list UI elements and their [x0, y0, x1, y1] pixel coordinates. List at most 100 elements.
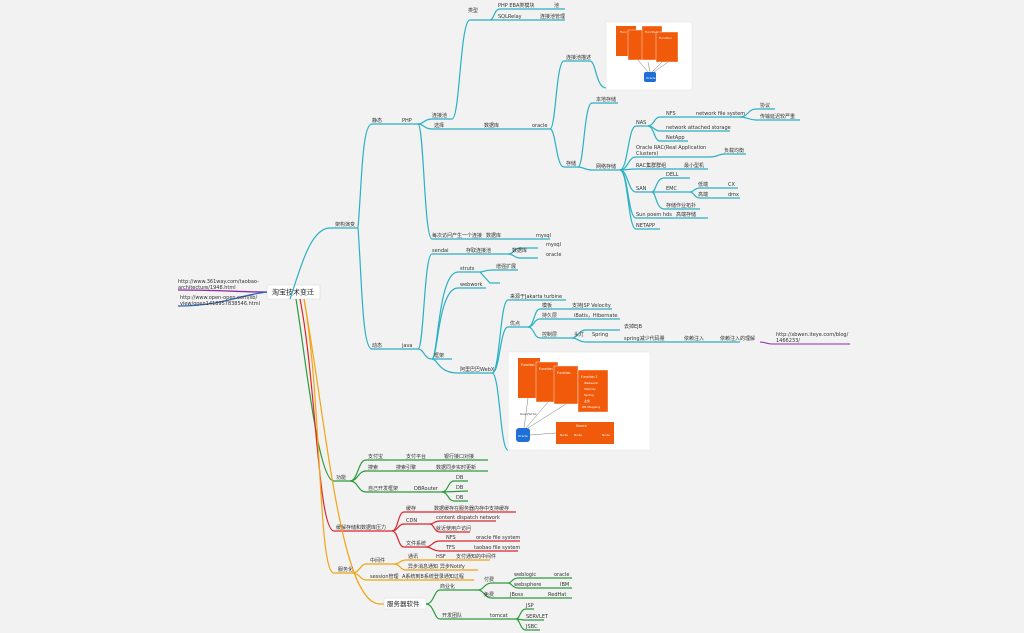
node-websphere[interactable]: websphere: [514, 582, 541, 588]
node-paid[interactable]: 付费: [484, 576, 494, 583]
node-notify[interactable]: 异步Notify: [440, 564, 465, 570]
node-cdn[interactable]: CDN: [406, 518, 417, 524]
node-php-eba[interactable]: PHP EBA类模块: [498, 2, 534, 9]
node-hsf-desc[interactable]: 支付通知的中间件: [456, 553, 496, 560]
node-oracle2[interactable]: oracle: [546, 252, 561, 258]
url-link-1[interactable]: architecture/1948.html: [178, 285, 236, 291]
node-cdn-full[interactable]: content dispatch network: [436, 515, 500, 521]
node-tfs[interactable]: TFS: [445, 545, 455, 551]
node-nas-full[interactable]: network attached storage: [666, 125, 731, 131]
node-dbrouter[interactable]: DBRouter: [414, 486, 439, 492]
node-search-sync[interactable]: 数据同步实时更新: [436, 464, 476, 471]
node-pool[interactable]: 池: [554, 2, 559, 9]
node-conn-pool[interactable]: 连接池管理: [540, 13, 565, 20]
node-evolution[interactable]: 架构演变: [335, 221, 355, 228]
node-java-conn[interactable]: 存取连接池: [466, 247, 491, 254]
node-jboss[interactable]: JBoss: [509, 592, 524, 598]
node-small-host[interactable]: 最小型机: [684, 162, 704, 169]
node-webwork[interactable]: webwork: [460, 282, 483, 288]
node-tfs-full[interactable]: taobao file system: [474, 545, 520, 551]
node-db2[interactable]: 数据库: [512, 247, 527, 254]
node-persist[interactable]: 持久层: [542, 312, 557, 319]
node-session-desc[interactable]: A系统到B系统登录通知过程: [402, 573, 464, 580]
node-redhat[interactable]: RedHat: [548, 592, 566, 598]
node-dell[interactable]: DELL: [666, 172, 679, 178]
node-cx[interactable]: CX: [728, 182, 735, 188]
node-search[interactable]: 搜索: [368, 464, 378, 471]
node-di-url[interactable]: http://xbwen.iteye.com/blog/: [776, 332, 849, 338]
node-orcl3[interactable]: oracle: [554, 572, 569, 578]
node-tomcat-lbl[interactable]: 开发团队: [442, 612, 462, 619]
node-weblogic[interactable]: weblogic: [514, 572, 536, 578]
node-template[interactable]: 模板: [542, 302, 552, 309]
node-raid[interactable]: 高端存储: [676, 211, 696, 218]
node-pay-sys[interactable]: 支付平台: [406, 453, 426, 460]
url-link-2[interactable]: view/open1418957838546.html: [180, 301, 260, 307]
node-db2b[interactable]: DB: [456, 485, 464, 491]
node-middleware[interactable]: 中间件: [370, 557, 385, 564]
node-features[interactable]: 功能: [336, 474, 346, 481]
node-jsbc[interactable]: JSBC: [525, 624, 538, 630]
node-phase2[interactable]: 动态: [372, 342, 382, 349]
node-nfs[interactable]: NFS: [666, 111, 676, 117]
node-di[interactable]: 依赖注入: [684, 335, 704, 342]
node-dmx[interactable]: dmx: [728, 192, 739, 198]
node-mysql[interactable]: mysql: [536, 233, 551, 239]
node-php[interactable]: PHP: [402, 118, 412, 124]
node-low-end[interactable]: 低端: [698, 181, 708, 188]
node-search-sys[interactable]: 搜索引擎: [396, 464, 416, 471]
node-servlet[interactable]: SERVLET: [526, 614, 549, 620]
node-framework[interactable]: 框架: [434, 352, 444, 359]
node-san-storage[interactable]: 存储作业拓扑: [666, 202, 696, 209]
node-tomcat[interactable]: tomcat: [490, 613, 508, 619]
node-db3[interactable]: DB: [456, 495, 464, 501]
node-rac-short[interactable]: RAC集群群组: [636, 162, 666, 169]
node-jakarta[interactable]: 来源于Jakarta turbine: [510, 293, 562, 300]
node-pick[interactable]: 选择: [434, 122, 444, 129]
node-java[interactable]: java: [401, 343, 412, 349]
node-dir-mgmt[interactable]: 负载均衡: [724, 147, 744, 154]
node-bank-if[interactable]: 银行接口对接: [444, 453, 474, 460]
node-db1[interactable]: DB: [456, 475, 464, 481]
node-rac[interactable]: Oracle RAC(Real Application: [636, 145, 706, 151]
node-san[interactable]: SAN: [636, 186, 647, 192]
node-nas[interactable]: NAS: [636, 120, 646, 126]
node-payment[interactable]: 支付宝: [368, 453, 383, 460]
node-pick-type[interactable]: 类型: [468, 7, 478, 14]
node-ibm[interactable]: IBM: [560, 582, 569, 588]
node-phase1[interactable]: 静态: [372, 117, 382, 124]
node-webx[interactable]: 阿里巴巴WebX: [460, 366, 495, 373]
node-protocol[interactable]: 协议: [760, 102, 770, 109]
node-nas-group[interactable]: 网络存储: [596, 163, 616, 170]
node-filesys[interactable]: 文件系统: [406, 540, 426, 547]
node-oracle[interactable]: oracle: [532, 123, 547, 129]
node-mvc-ext[interactable]: 增强扩展: [496, 263, 516, 270]
node-jsp-vel[interactable]: 支持JSP Velocity: [572, 302, 611, 309]
node-server[interactable]: 服务器软件: [387, 599, 420, 608]
node-spring-ext[interactable]: spring减少代码量: [624, 335, 665, 342]
node-spring-lbl[interactable]: 头灯: [574, 331, 584, 338]
node-conn-pool-title[interactable]: 连接池: [432, 112, 447, 119]
node-commercial[interactable]: 商业化: [440, 583, 455, 590]
node-emc[interactable]: EMC: [666, 186, 677, 192]
node-transport-latency[interactable]: 传输延迟较严重: [760, 113, 795, 120]
node-sendai[interactable]: sendai: [432, 248, 448, 254]
node-cache-cdn[interactable]: 缓解存储和数据库压力: [336, 524, 386, 531]
node-cache[interactable]: 缓存: [406, 505, 416, 512]
node-netapp[interactable]: NetApp: [666, 135, 685, 141]
node-mysql2[interactable]: mysql: [546, 242, 561, 248]
node-self-dev[interactable]: 自己开发框架: [368, 485, 398, 492]
node-hsf-head[interactable]: 通讯: [408, 553, 418, 560]
node-struts[interactable]: struts: [460, 266, 475, 272]
node-network-fs[interactable]: network file system: [696, 111, 745, 117]
node-cdn-speed[interactable]: 就近使用户访问: [436, 525, 471, 532]
node-hsf[interactable]: HSF: [436, 554, 446, 560]
root-node[interactable]: 淘宝技术变迁: [272, 288, 314, 297]
url-link-1a[interactable]: http://www.361way.com/taobao-: [178, 279, 259, 285]
node-opensrc[interactable]: 免费: [484, 591, 494, 598]
node-cache-store[interactable]: 本地存储: [596, 96, 616, 103]
node-adv[interactable]: 优点: [510, 320, 520, 327]
node-storage[interactable]: 存储: [566, 160, 576, 167]
node-spring[interactable]: Spring: [592, 332, 608, 338]
node-di-detail[interactable]: 依赖注入的理解: [720, 335, 755, 342]
